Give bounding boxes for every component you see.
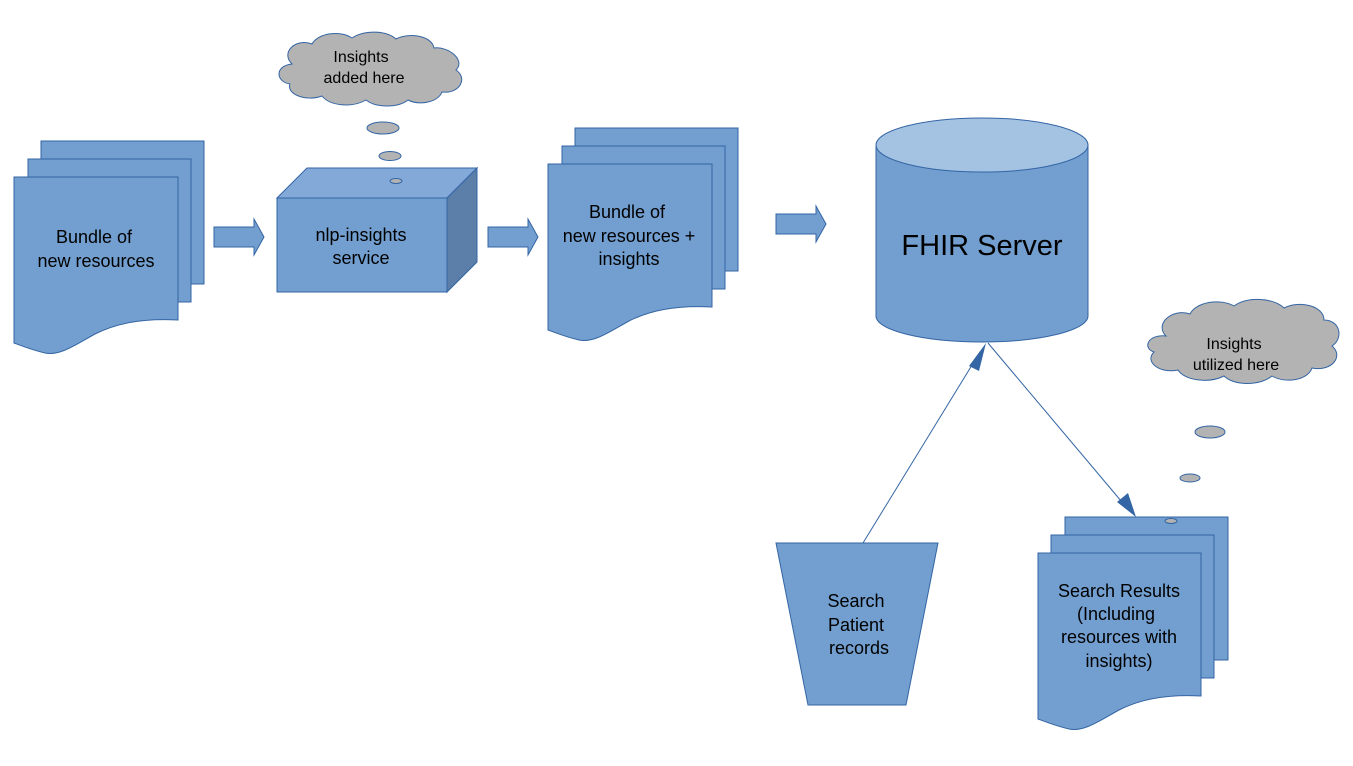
output-bundle-document-stack: Bundle of new resources + insights [547, 127, 739, 341]
flow-arrow-service-to-output [487, 217, 539, 257]
thought-bubble-large [366, 121, 400, 135]
output-bundle-label-line1: Bundle of [589, 202, 666, 222]
search-results-line1: Search Results [1058, 581, 1180, 601]
thought-bubble-large [1194, 425, 1226, 439]
thought-bubble-medium [378, 151, 402, 161]
thought-bubble-medium [1179, 473, 1201, 483]
service-label-line2: service [332, 248, 389, 268]
output-bundle-label-line2: new resources + [563, 226, 696, 246]
nlp-insights-service-box: nlp-insights service [275, 166, 479, 294]
connector-query-arrowhead [969, 343, 986, 371]
service-box-front-face [276, 197, 448, 293]
input-bundle-label-line2: new resources [37, 251, 154, 271]
connector-results-arrowhead [1117, 493, 1136, 517]
thought-bubble-small [1164, 518, 1178, 524]
flow-arrow-input-to-service [213, 217, 265, 257]
insights-utilized-thought-cloud: Insights utilized here [1147, 299, 1340, 524]
fhir-server-label: FHIR Server [901, 230, 1062, 262]
service-label-line1: nlp-insights [315, 225, 406, 245]
search-query-trapezoid [775, 542, 939, 706]
fhir-server-cylinder: FHIR Server [875, 117, 1089, 343]
insights-added-line1: Insights [333, 49, 388, 66]
connector-query-to-fhir [862, 351, 981, 544]
search-results-document-stack: Search Results (Including resources with… [1037, 516, 1229, 730]
insights-utilized-line2: utilized here [1193, 357, 1279, 374]
flow-arrow-output-to-fhir [775, 204, 827, 244]
input-bundle-front-page [13, 176, 179, 354]
search-patient-records-shape: Search Patient records [775, 542, 939, 706]
insights-added-thought-cloud: Insights added here [278, 31, 463, 184]
search-results-front-page [1037, 552, 1202, 730]
connector-fhir-to-results [987, 342, 1128, 509]
insights-added-cloud-shape [278, 31, 463, 107]
search-query-line1: Search [827, 591, 884, 611]
search-query-line3: records [829, 638, 889, 658]
output-bundle-label-line3: insights [598, 249, 659, 269]
output-bundle-front-page [547, 163, 713, 341]
input-bundle-document-stack: Bundle of new resources [13, 140, 205, 354]
search-query-line2: Patient [828, 615, 884, 635]
search-results-line2: (Including [1077, 604, 1155, 624]
thought-bubble-small [389, 178, 403, 184]
input-bundle-label-line1: Bundle of [56, 227, 133, 247]
search-results-line4: insights) [1085, 651, 1152, 671]
search-results-line3: resources with [1061, 627, 1177, 647]
insights-utilized-line1: Insights [1206, 336, 1261, 353]
fhir-server-top [875, 117, 1089, 173]
insights-utilized-cloud-shape [1147, 299, 1340, 384]
fhir-server-body [875, 145, 1089, 343]
service-box-top-face [275, 167, 479, 199]
insights-added-line2: added here [324, 70, 405, 87]
